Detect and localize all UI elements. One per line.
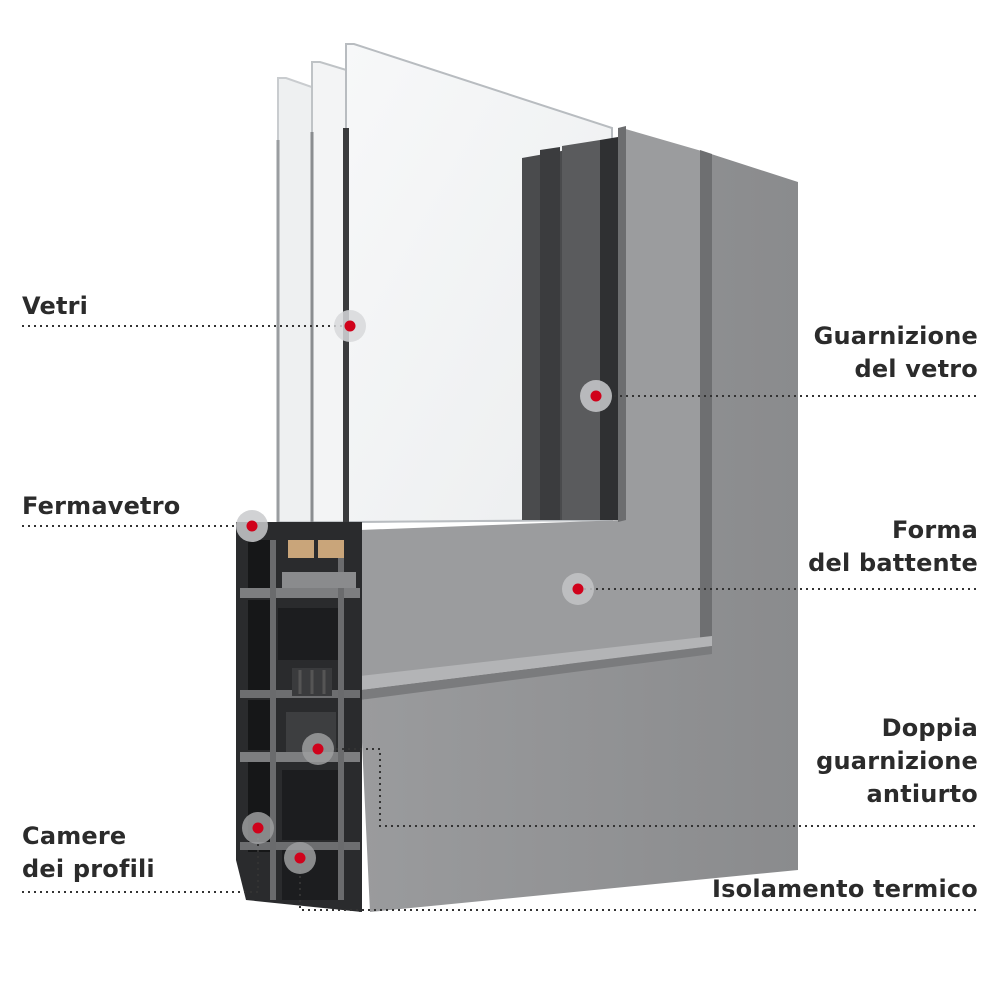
markers [236,310,612,874]
leader-lines [22,325,978,911]
label-guarnizione-line1: Guarnizione [813,322,978,350]
marker-fermavetro [236,510,268,542]
marker-isolamento [284,842,316,874]
leader-isolamento [299,858,978,911]
label-camere-line2: dei profili [22,855,155,883]
label-camere-line1: Camere [22,822,127,850]
label-doppia-line3: antiurto [866,780,978,808]
label-guarnizione-line2: del vetro [854,355,978,383]
glass-seal-area [522,137,618,520]
label-doppia-guarnizione: Doppia guarnizione antiurto [816,712,978,811]
leader-doppia [318,748,978,827]
label-fermavetro: Fermavetro [22,490,180,523]
label-isolamento-text: Isolamento termico [712,875,978,903]
label-vetri-text: Vetri [22,292,89,320]
marker-camere [242,812,274,844]
label-fermavetro-text: Fermavetro [22,492,181,520]
label-forma-battente: Forma del battente [808,514,978,580]
marker-forma [562,573,594,605]
label-forma-line2: del battente [808,549,978,577]
marker-guarnizione [580,380,612,412]
marker-doppia [302,733,334,765]
label-doppia-line1: Doppia [881,714,978,742]
leader-camere [22,830,259,893]
label-isolamento: Isolamento termico [712,873,978,906]
label-forma-line1: Forma [892,516,978,544]
label-vetri: Vetri [22,290,88,323]
label-guarnizione-vetro: Guarnizione del vetro [814,320,978,386]
marker-vetri [334,310,366,342]
label-doppia-line2: guarnizione [816,747,978,775]
label-camere: Camere dei profili [22,820,155,886]
profile-cross-section [236,522,362,912]
